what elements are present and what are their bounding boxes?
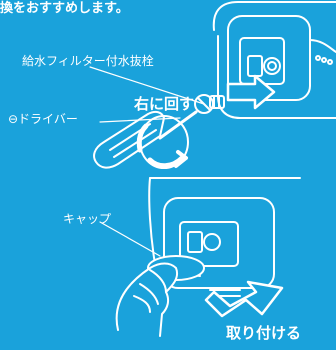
screwdriver-label: ⊖ドライバー xyxy=(8,112,78,126)
insert-arrow-upper xyxy=(226,74,276,110)
filter-plug-drawing xyxy=(89,66,225,114)
attach-instruction: 取り付ける xyxy=(226,324,302,342)
water-filter-plug-label: 給水フィルター付水抜栓 xyxy=(22,54,154,68)
turn-right-instruction: 右に回す xyxy=(134,95,195,113)
insert-arrow-lower xyxy=(204,280,284,318)
cap-and-hand-drawing xyxy=(99,221,205,337)
rotation-ring-drawing xyxy=(136,115,189,169)
partial-instruction-text: 換をおすすめします。 xyxy=(0,1,129,16)
cap-label: キャップ xyxy=(63,212,112,226)
